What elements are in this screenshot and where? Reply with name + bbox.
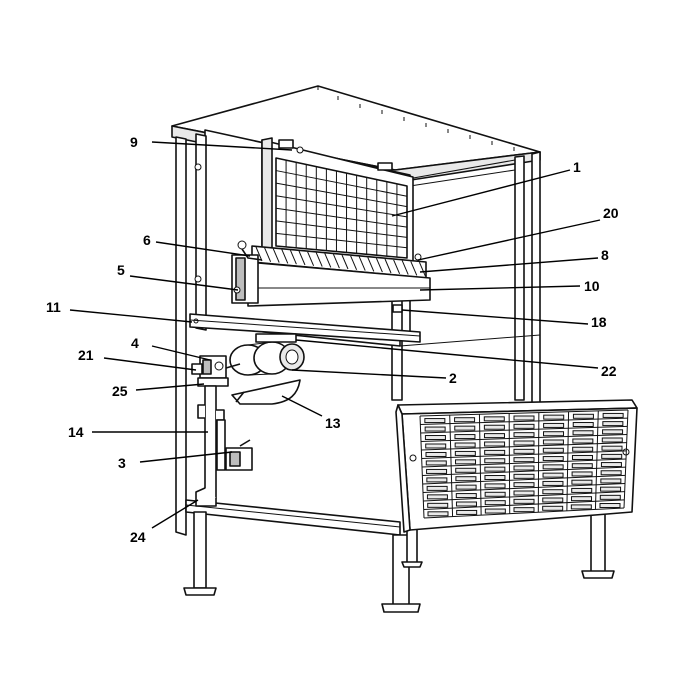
grille-louvres [419,409,629,519]
drip-tray [189,304,421,343]
callout-24: 24 [130,529,146,545]
callout-2: 2 [449,370,457,386]
callout-21: 21 [78,347,94,363]
callout-9: 9 [130,134,138,150]
callout-5: 5 [117,262,125,278]
evaporator-assembly [194,137,431,307]
water-curtain-teeth [255,246,426,277]
cabinet-legs [183,511,615,613]
callout-4: 4 [131,335,139,351]
evaporator-grid [275,158,408,258]
callout-3: 3 [118,455,126,471]
callout-6: 6 [143,232,151,248]
callout-13: 13 [325,415,341,431]
callout-20: 20 [603,205,619,221]
callout-18: 18 [591,314,607,330]
callout-10: 10 [584,278,600,294]
condenser-grille-panel [395,399,638,533]
callout-8: 8 [601,247,609,263]
callout-1: 1 [573,159,581,175]
callout-14: 14 [68,424,84,440]
callout-numbers: 1 2 3 4 5 6 8 9 10 11 13 14 18 20 21 22 … [46,134,619,545]
callout-11: 11 [46,299,61,315]
leader-lines [69,141,601,529]
callout-22: 22 [601,363,617,379]
callout-25: 25 [112,383,128,399]
water-pump-assembly [191,333,305,507]
